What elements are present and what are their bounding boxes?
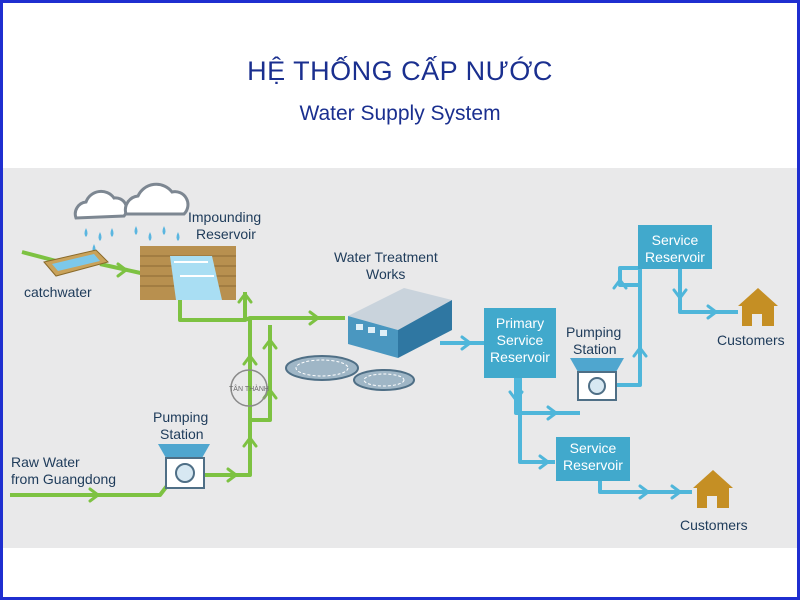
water-treatment-works-label-line1: Water Treatment xyxy=(334,249,438,265)
pumping-station-left-label-line2: Station xyxy=(160,426,204,442)
primary-service-reservoir-label-line1: Primary xyxy=(496,315,544,331)
impounding-reservoir-icon xyxy=(140,246,236,300)
catchwater-label: catchwater xyxy=(24,284,92,300)
house-icon-bottom xyxy=(693,470,733,508)
raw-water-label-line1: Raw Water xyxy=(11,454,80,470)
raw-water-arrows xyxy=(88,262,320,503)
page-title: HỆ THỐNG CẤP NƯỚC xyxy=(247,56,553,86)
clarifier-tank-icon xyxy=(285,355,415,391)
service-reservoir-top-label-line2: Reservoir xyxy=(645,249,705,265)
water-treatment-works-icon xyxy=(348,288,452,358)
treated-water-pipes xyxy=(440,266,738,494)
rain-icon xyxy=(84,226,180,253)
customers-top-label: Customers xyxy=(717,332,785,348)
primary-service-reservoir-label-line2: Service xyxy=(497,332,544,348)
customers-bottom-label: Customers xyxy=(680,517,748,533)
house-icon xyxy=(738,288,778,326)
watermark-logo: TÂN THÀNH xyxy=(229,369,269,407)
pumping-station-right-label-line2: Station xyxy=(573,341,617,357)
page-subtitle: Water Supply System xyxy=(299,102,501,125)
service-reservoir-bottom-label-line1: Service xyxy=(570,440,617,456)
catchwater-icon xyxy=(43,249,109,277)
water-treatment-works-label-line2: Works xyxy=(366,266,405,282)
pumping-station-left-label-line1: Pumping xyxy=(153,409,208,425)
pumping-station-right-icon xyxy=(570,358,624,401)
impounding-reservoir-label-line2: Reservoir xyxy=(196,226,256,242)
service-reservoir-top-box xyxy=(638,225,712,269)
watermark-text: TÂN THÀNH xyxy=(229,384,269,393)
primary-service-reservoir-label-line3: Reservoir xyxy=(490,349,550,365)
treated-water-arrows xyxy=(460,278,718,500)
service-reservoir-top-label-line1: Service xyxy=(652,232,699,248)
cloud-icon xyxy=(73,182,190,220)
pumping-station-left-icon xyxy=(158,444,210,489)
raw-water-label-line2: from Guangdong xyxy=(11,471,116,487)
impounding-reservoir-label-line1: Impounding xyxy=(188,209,261,225)
primary-service-reservoir-box xyxy=(484,308,556,378)
service-reservoir-bottom-label-line2: Reservoir xyxy=(563,457,623,473)
service-reservoir-bottom-box xyxy=(556,437,630,481)
pumping-station-right-label-line1: Pumping xyxy=(566,324,621,340)
